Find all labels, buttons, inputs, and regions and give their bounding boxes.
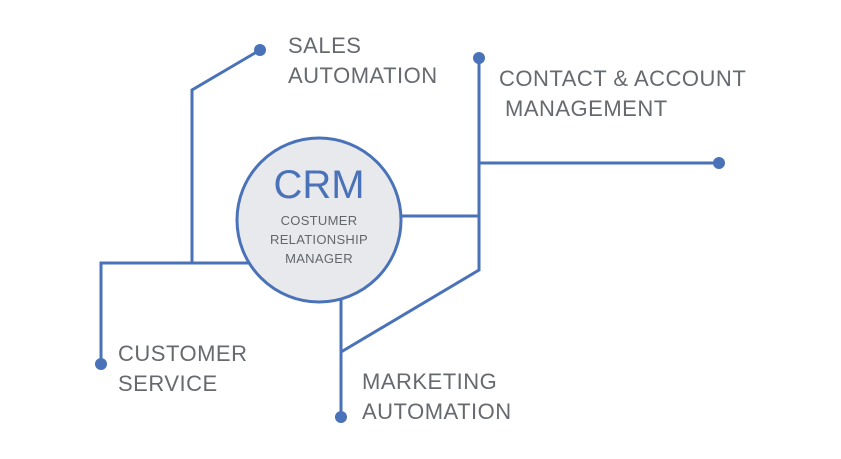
node-label-line: MANAGEMENT [505, 96, 668, 121]
crm-circle [235, 136, 403, 304]
endpoint-dot-marketing [335, 411, 347, 423]
connector-sales-automation [190, 48, 261, 263]
endpoint-dot-contact-right [713, 157, 725, 169]
node-contact-account-management: CONTACT & ACCOUNT MANAGEMENT [499, 64, 746, 124]
connector-marketing-diagonal [340, 216, 481, 354]
node-sales-automation: SALES AUTOMATION [288, 31, 438, 91]
connector-customer-service [99, 261, 250, 364]
crm-subtitle-line: COSTUMER [280, 213, 358, 228]
node-label-line: MARKETING [362, 369, 498, 394]
node-marketing-automation: MARKETING AUTOMATION [362, 367, 512, 427]
node-label-line: CUSTOMER [118, 341, 248, 366]
crm-title: CRM [273, 163, 365, 207]
endpoint-dot-contact-top [473, 52, 485, 64]
node-customer-service: CUSTOMER SERVICE [118, 339, 248, 399]
crm-subtitle: COSTUMER RELATIONSHIP MANAGER [236, 211, 402, 268]
endpoint-dot-customer-service [95, 358, 107, 370]
crm-subtitle-line: RELATIONSHIP [270, 232, 368, 247]
node-label-line: CONTACT & ACCOUNT [499, 66, 747, 91]
node-label-line: AUTOMATION [362, 399, 512, 424]
node-label-line: SALES [288, 33, 362, 58]
node-label-line: SERVICE [118, 371, 218, 396]
endpoint-dot-sales [254, 44, 266, 56]
crm-subtitle-line: MANAGER [285, 251, 353, 266]
node-label-line: AUTOMATION [288, 63, 438, 88]
